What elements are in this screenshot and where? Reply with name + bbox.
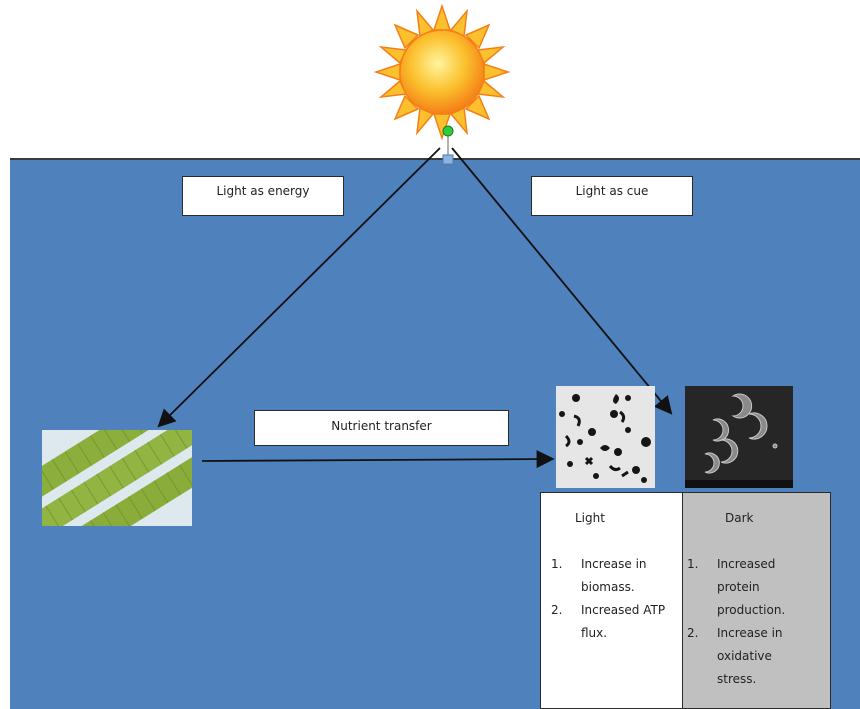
list-number: 1. bbox=[551, 557, 563, 571]
dark-cells-micrograph bbox=[685, 386, 793, 488]
list-item: 1. Increased protein production. bbox=[687, 553, 797, 622]
dark-column: Dark 1. Increased protein production. 2. I… bbox=[682, 492, 831, 709]
label-light-as-energy-text: Light as energy bbox=[216, 184, 310, 198]
label-nutrient-transfer-text: Nutrient transfer bbox=[331, 419, 432, 433]
list-item: 1. Increase in biomass. bbox=[551, 553, 681, 599]
sun-icon bbox=[373, 3, 511, 141]
dark-column-heading: Dark bbox=[725, 511, 754, 525]
label-light-as-energy: Light as energy bbox=[182, 176, 344, 216]
list-item-text: Increased protein production. bbox=[717, 557, 786, 617]
horizon-line bbox=[10, 158, 860, 160]
light-column: Light 1. Increase in biomass. 2. Increased… bbox=[540, 492, 683, 709]
light-cells-micrograph bbox=[556, 386, 655, 488]
list-number: 2. bbox=[551, 603, 563, 617]
dark-effects-list: 1. Increased protein production. 2. Increa… bbox=[687, 553, 797, 691]
connector-anchor[interactable] bbox=[442, 154, 454, 165]
list-item-text: Increase in oxidative stress. bbox=[717, 626, 783, 686]
label-light-as-cue-text: Light as cue bbox=[575, 184, 649, 198]
label-light-as-cue: Light as cue bbox=[531, 176, 693, 216]
label-nutrient-transfer: Nutrient transfer bbox=[254, 410, 509, 446]
arrow-light-as-energy bbox=[157, 147, 441, 428]
connector-handle[interactable] bbox=[442, 125, 454, 137]
list-item-text: Increase in biomass. bbox=[581, 557, 647, 594]
list-item: 2. Increased ATP flux. bbox=[551, 599, 681, 645]
list-item: 2. Increase in oxidative stress. bbox=[687, 622, 797, 691]
light-effects-list: 1. Increase in biomass. 2. Increased ATP f… bbox=[551, 553, 681, 645]
filament-micrograph bbox=[42, 430, 192, 526]
light-column-heading: Light bbox=[575, 511, 605, 525]
list-item-text: Increased ATP flux. bbox=[581, 603, 666, 640]
arrow-nutrient-transfer bbox=[201, 450, 555, 469]
arrow-light-as-cue bbox=[451, 147, 673, 415]
list-number: 2. bbox=[687, 626, 699, 640]
list-number: 1. bbox=[687, 557, 699, 571]
